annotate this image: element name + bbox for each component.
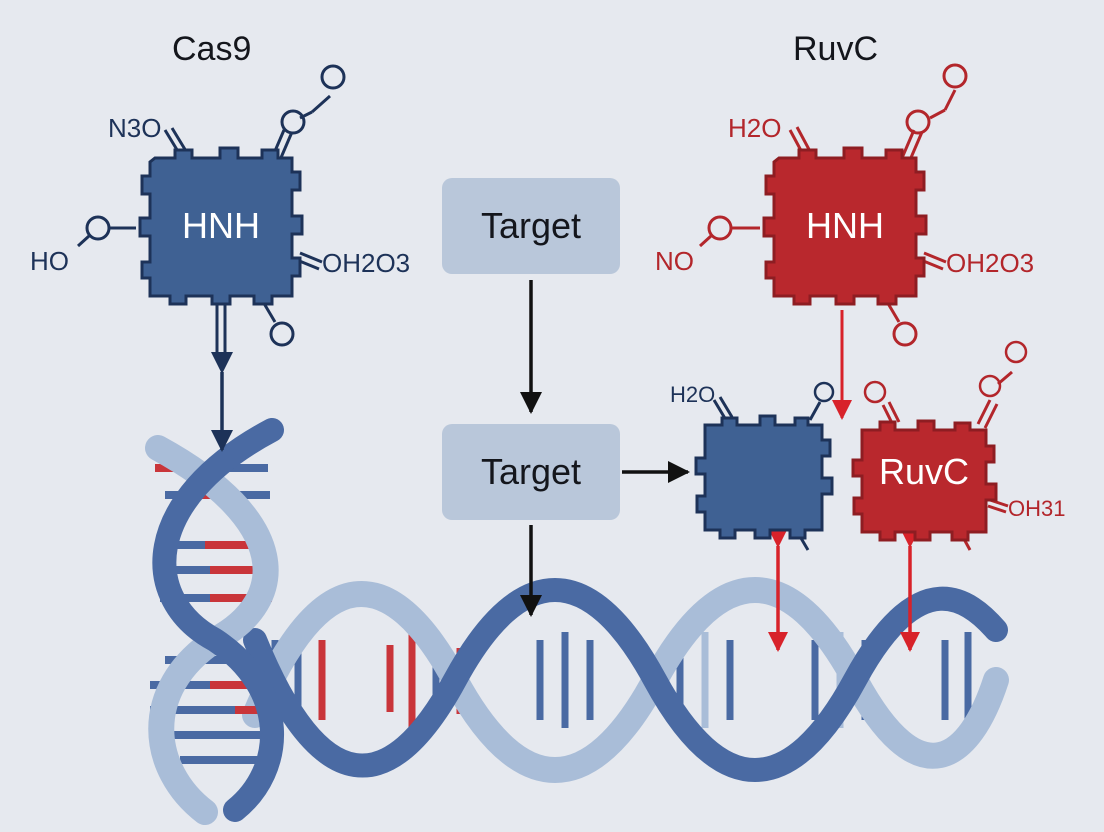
title-ruvc: RuvC <box>793 30 879 68</box>
red-small-label: RuvC <box>879 451 969 492</box>
ruvc-hnh-puzzle <box>762 146 928 306</box>
cas9-group-left: HO <box>30 246 69 276</box>
blue-small-puzzle <box>694 414 834 540</box>
cas9-group-top-left: N3O <box>108 113 161 143</box>
dna-vertical <box>145 418 284 825</box>
ruvc-group-left: NO <box>655 246 694 276</box>
dna-horizontal <box>242 577 1009 783</box>
cas9-hnh-puzzle <box>138 146 304 306</box>
cas9-hnh-domain: HNH N3O HO OH2O3 <box>30 64 410 356</box>
target-box-lower: Target <box>442 424 620 520</box>
dna-horizontal-strand-dark <box>243 578 1008 782</box>
blue-small-domain: H2O <box>670 381 835 551</box>
arrows <box>211 280 920 652</box>
cas9-group-right: OH2O3 <box>322 248 410 278</box>
red-small-domain: RuvC OH31 <box>851 340 1065 551</box>
ruvc-hnh-label: HNH <box>806 205 884 246</box>
title-cas9: Cas9 <box>172 30 252 68</box>
target-box-upper: Target <box>442 178 620 274</box>
red-small-group-right: OH31 <box>1008 496 1065 521</box>
ruvc-group-right: OH2O3 <box>946 248 1034 278</box>
blue-small-group-top-left: H2O <box>670 382 715 407</box>
dna-vertical-strand-dark <box>152 418 284 822</box>
cas9-hnh-label: HNH <box>182 205 260 246</box>
ruvc-group-top-left: H2O <box>728 113 781 143</box>
red-small-puzzle <box>851 419 998 542</box>
ruvc-hnh-domain: HNH H2O NO OH2O3 <box>655 63 1034 347</box>
